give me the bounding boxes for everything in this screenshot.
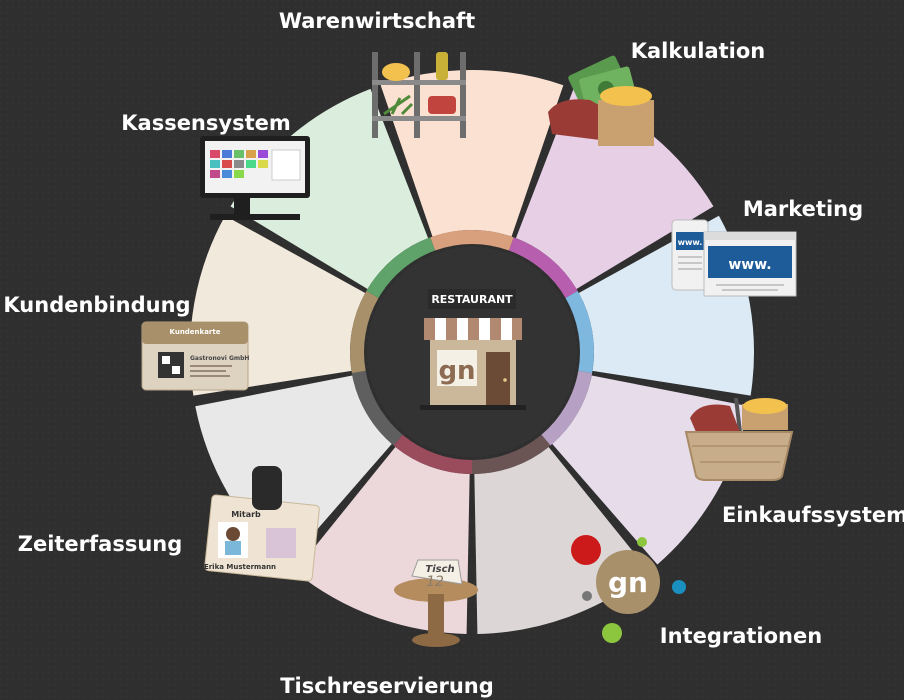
badge-title: Mitarb	[231, 510, 261, 519]
integration-dot	[637, 537, 647, 547]
restaurant-badge	[428, 289, 516, 309]
restaurant-logo: gn	[438, 356, 475, 386]
shopping-basket-icon	[684, 397, 794, 481]
label-einkaufssystem: Einkaufssystem	[722, 503, 904, 527]
restaurant-badge-label: RESTAURANT	[431, 293, 513, 306]
table-sign-icon	[411, 559, 463, 585]
ring-arc-zeiterfassung	[351, 370, 403, 446]
integration-logo: gn	[596, 550, 660, 614]
label-kassensystem: Kassensystem	[121, 111, 291, 135]
integration-dot	[602, 623, 622, 643]
herb-icon	[383, 94, 414, 116]
ring-arc-marketing	[565, 291, 594, 374]
shelf-icon	[372, 52, 466, 138]
ring-arc-kundenbindung	[349, 291, 379, 374]
inner-ring	[349, 229, 594, 474]
phone-url-text: www.	[678, 238, 703, 247]
customer-card-qr-icon	[158, 352, 184, 378]
awning-icon	[424, 318, 522, 340]
badge-qr-icon	[266, 528, 296, 558]
raw-meat-icon	[548, 99, 604, 140]
ring-arc-warenwirtschaft	[430, 229, 514, 251]
customer-card-company: Gastronovi GmbH	[190, 355, 249, 362]
label-kundenbindung: Kundenbindung	[3, 293, 190, 317]
segment-kalkulation	[515, 88, 714, 289]
integration-dots	[571, 535, 686, 643]
badge-clip-icon	[252, 466, 282, 510]
label-kalkulation: Kalkulation	[631, 39, 766, 63]
gn-logo-icon	[596, 550, 660, 614]
integration-logo-text: gn	[608, 566, 648, 599]
integration-dot	[571, 535, 601, 565]
browser-url-text: www.	[728, 257, 771, 273]
potatoes-icon	[600, 86, 652, 106]
label-tischreservierung: Tischreservierung	[280, 674, 494, 698]
center-restaurant: RESTAURANT gn	[420, 289, 526, 410]
ring-arc-integrationen	[472, 434, 551, 474]
meat-icon	[428, 96, 456, 114]
ring-arc-kalkulation	[508, 237, 578, 298]
label-zeiterfassung: Zeiterfassung	[18, 532, 183, 556]
customer-card-icon: Kundenkarte Gastronovi GmbH	[141, 321, 249, 391]
customer-card-title: Kundenkarte	[170, 328, 221, 336]
segment-labels: Warenwirtschaft Kalkulation Marketing Ei…	[3, 9, 904, 698]
oil-bottle-icon	[436, 52, 448, 80]
phone-icon: www.	[671, 219, 709, 291]
segments-layer	[190, 69, 754, 634]
paper-bag-icon	[598, 100, 654, 146]
browser-window-icon: www.	[703, 231, 797, 297]
integration-dot	[582, 591, 592, 601]
ring-arc-kassensystem	[366, 237, 436, 298]
ring-arc-einkaufssystem	[541, 370, 593, 446]
pos-monitor-icon	[200, 136, 310, 220]
label-warenwirtschaft: Warenwirtschaft	[279, 9, 475, 33]
segment-kassensystem	[230, 88, 429, 289]
label-integrationen: Integrationen	[660, 624, 822, 648]
integration-dot	[672, 580, 686, 594]
segment-warenwirtschaft	[380, 69, 564, 237]
ring-arc-tischreservierung	[393, 434, 472, 474]
employee-badge-icon: Mitarb Erika Mustermann	[204, 494, 320, 582]
label-marketing: Marketing	[743, 197, 863, 221]
table-icon: Tisch 12	[394, 559, 478, 647]
table-sign-word: Tisch	[425, 564, 454, 575]
badge-name: Erika Mustermann	[204, 563, 276, 571]
table-sign-number: 12	[426, 574, 444, 590]
potato-icon	[382, 63, 410, 81]
restaurant-window	[437, 350, 477, 386]
